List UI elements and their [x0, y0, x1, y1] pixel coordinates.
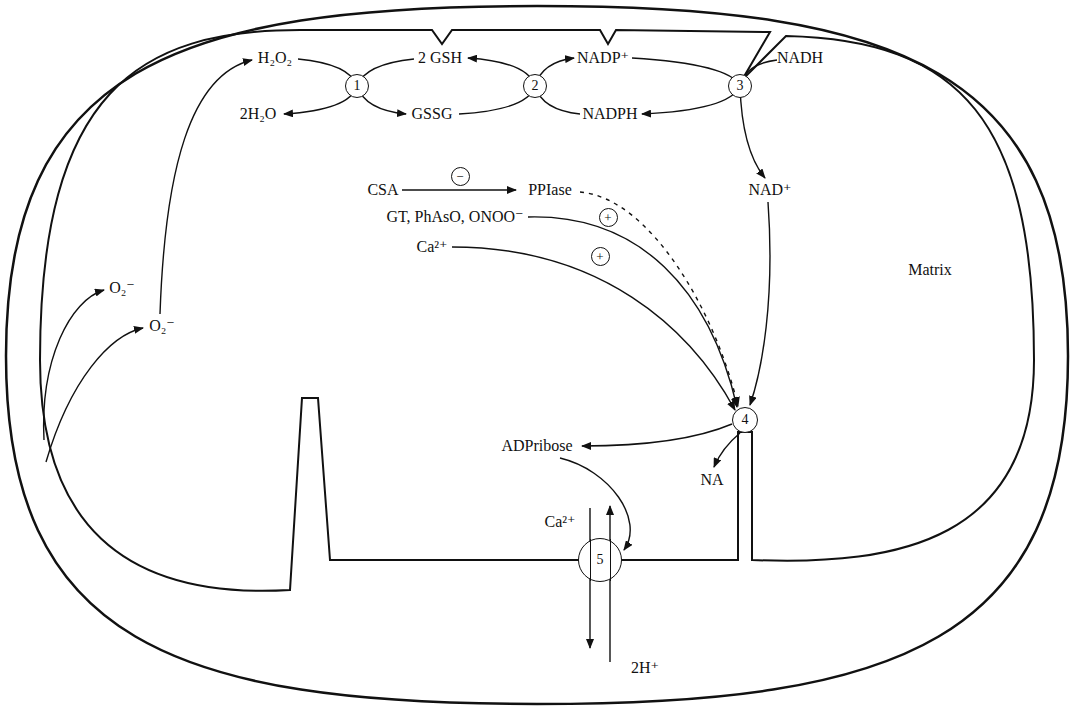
metabolite-label: 2 GSH — [418, 49, 462, 67]
activator-label: GT, PhAsO, ONOO⁻ — [386, 208, 523, 226]
metabolite-label: 2H₂O — [240, 105, 277, 123]
metabolite-label: NADH — [777, 49, 823, 67]
inhibition-arrow — [402, 189, 516, 190]
reaction-circle: 2 — [523, 74, 547, 98]
metabolite-label: ADPribose — [501, 437, 572, 455]
activate-sign: + — [599, 208, 618, 227]
callout-number: 3 — [737, 79, 744, 93]
callout-number: 1 — [354, 79, 361, 93]
compartment-label: Matrix — [908, 261, 952, 279]
activator-arrow — [528, 217, 737, 407]
outer-membrane — [6, 6, 1068, 704]
reaction-circle: 1 — [345, 74, 369, 98]
metabolite-label: O₂⁻ — [149, 317, 175, 335]
reaction-arrow — [632, 58, 740, 114]
metabolite-label: O₂⁻ — [109, 279, 135, 297]
proton-influx-arrow — [609, 506, 610, 662]
transporter-circle: 5 — [578, 538, 622, 582]
reaction-circle: 3 — [728, 74, 752, 98]
callout-number: + — [596, 250, 603, 263]
metabolite-label: NADP⁺ — [577, 49, 629, 67]
ion-label: Ca²⁺ — [416, 238, 447, 256]
callout-number: + — [604, 211, 611, 224]
ppiase-arrow — [580, 192, 738, 406]
callout-number: − — [456, 170, 463, 183]
metabolite-label: NADPH — [582, 105, 637, 123]
callout-number: 2 — [532, 79, 539, 93]
dismutation-arrow — [160, 60, 252, 314]
ion-label: 2H⁺ — [631, 659, 659, 677]
nad-arrow — [750, 202, 770, 405]
channel-line — [590, 539, 592, 581]
superoxide-arrow — [44, 290, 104, 440]
inhibit-sign: − — [451, 167, 470, 186]
adpribose-arrow — [560, 458, 630, 550]
callout-number: 4 — [742, 413, 749, 427]
product-arrow — [582, 424, 732, 446]
channel-line — [610, 539, 612, 581]
enzyme-label: PPIase — [528, 181, 572, 199]
calcium-arrow — [452, 247, 735, 410]
metabolite-label: H₂O₂ — [258, 49, 292, 67]
enzyme-circle: 4 — [732, 407, 758, 433]
inhibitor-label: CSA — [367, 181, 398, 199]
activate-sign: + — [591, 247, 610, 266]
callout-number: 5 — [597, 553, 604, 567]
product-arrow — [714, 433, 740, 467]
metabolite-label: NA — [700, 471, 723, 489]
inner-membrane — [40, 30, 1034, 591]
metabolite-label: NAD⁺ — [748, 181, 791, 199]
calcium-efflux-arrow — [589, 508, 590, 648]
ion-label: Ca²⁺ — [544, 513, 575, 531]
superoxide-arrow — [46, 328, 143, 462]
metabolite-label: GSSG — [412, 105, 453, 123]
